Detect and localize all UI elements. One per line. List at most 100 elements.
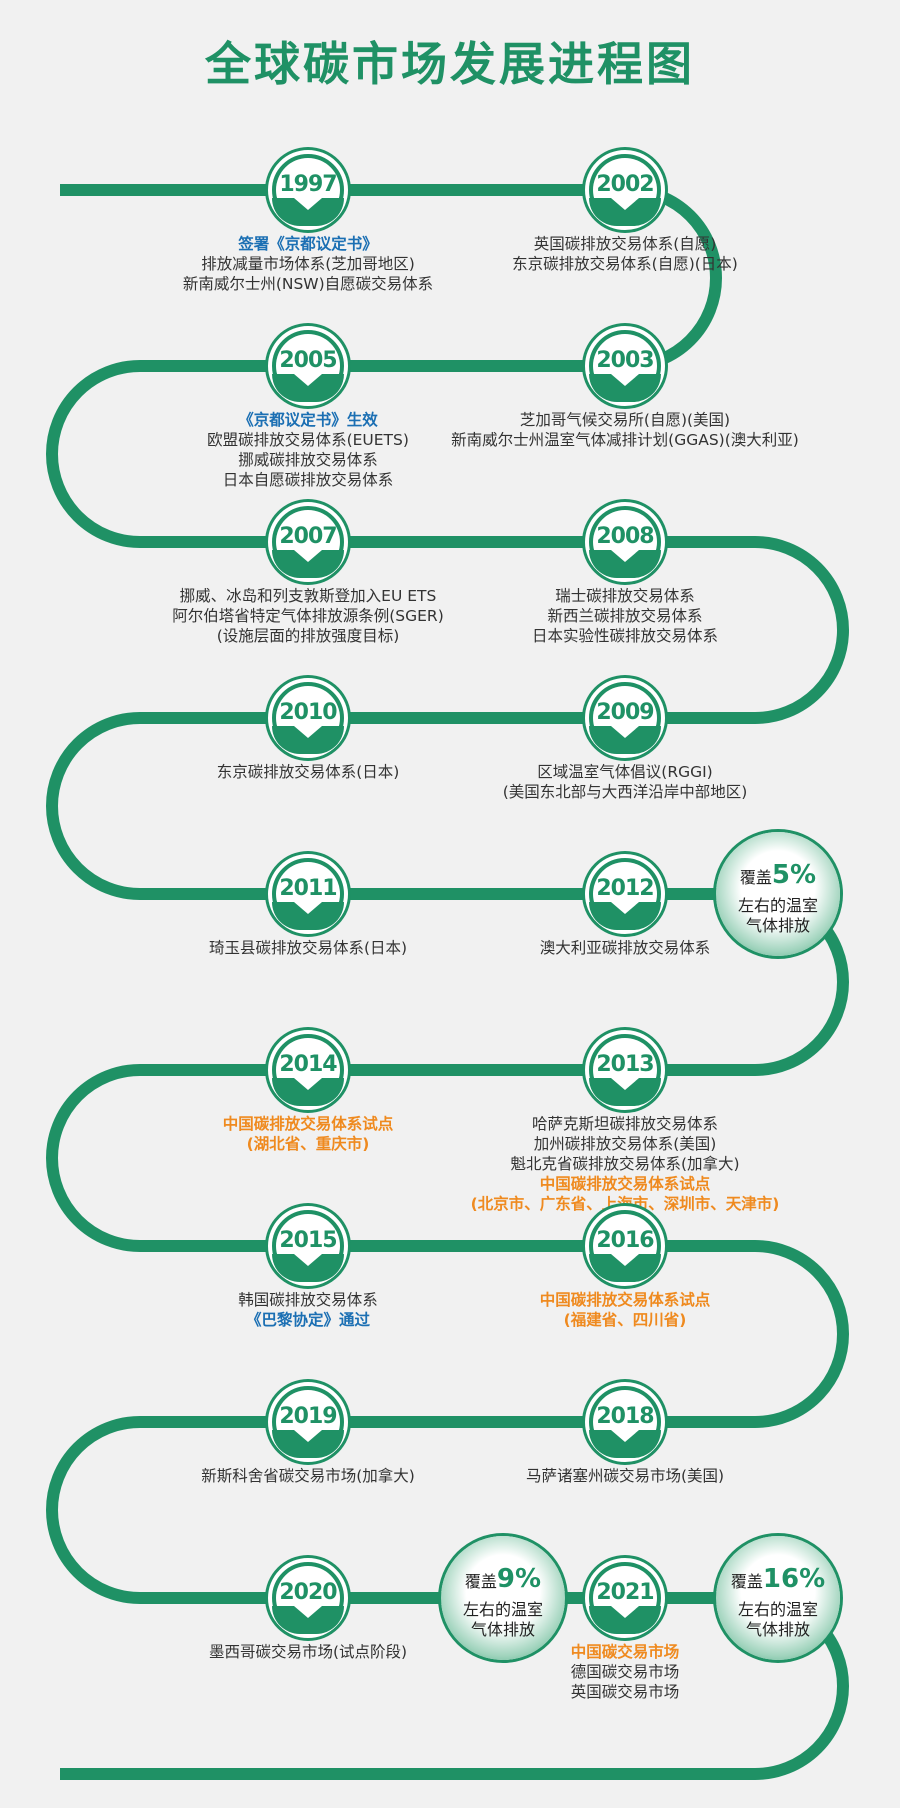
milestone-event-text: 马萨诸塞州碳交易市场(美国) — [525, 1467, 725, 1485]
year-node-2015: 2015 — [268, 1206, 348, 1286]
coverage-percent: 5% — [771, 860, 817, 890]
year-node-2020: 2020 — [268, 1558, 348, 1638]
down-arrow-icon — [611, 1254, 639, 1266]
year-node-2021: 2021 — [585, 1558, 665, 1638]
down-arrow-icon — [611, 1078, 639, 1090]
coverage-bubble-16%: 覆盖16% 左右的温室气体排放 — [716, 1536, 840, 1660]
milestone-event-text: (福建省、四川省) — [563, 1311, 687, 1329]
year-label: 2005 — [279, 348, 337, 373]
milestone-event-text: 日本自愿碳排放交易体系 — [222, 471, 394, 489]
milestone-description: 新斯科舍省碳交易市场(加拿大) — [128, 1466, 488, 1486]
year-label: 2012 — [596, 876, 654, 901]
year-label: 2020 — [279, 1580, 337, 1605]
year-label: 2013 — [596, 1052, 654, 1077]
milestone-event-text: 东京碳排放交易体系(日本) — [216, 763, 400, 781]
year-node-2010: 2010 — [268, 678, 348, 758]
milestone-event-text: 新南威尔士州(NSW)自愿碳交易体系 — [182, 275, 434, 293]
milestone-description: 中国碳交易市场德国碳交易市场英国碳交易市场 — [445, 1642, 805, 1702]
milestone-description: 墨西哥碳交易市场(试点阶段) — [128, 1642, 488, 1662]
milestone-event-text: 德国碳交易市场 — [570, 1663, 680, 1681]
milestone-event-text: (设施层面的排放强度目标) — [216, 627, 400, 645]
down-arrow-icon — [294, 550, 322, 562]
coverage-text: 气体排放 — [470, 1620, 535, 1639]
down-arrow-icon — [294, 198, 322, 210]
coverage-prefix: 覆盖 — [464, 1572, 497, 1591]
year-node-2007: 2007 — [268, 502, 348, 582]
coverage-heading: 覆盖16% — [716, 1564, 840, 1594]
milestone-description: 中国碳排放交易体系试点 (湖北省、重庆市) — [128, 1114, 488, 1154]
milestone-description: 瑞士碳排放交易体系新西兰碳排放交易体系日本实验性碳排放交易体系 — [445, 586, 805, 646]
milestone-event-text: 英国碳交易市场 — [570, 1683, 680, 1701]
milestone-event-text: 英国碳排放交易体系(自愿) — [533, 235, 717, 253]
milestone-description: 芝加哥气候交易所(自愿)(美国) 新南威尔士州温室气体减排计划(GGAS)(澳大利… — [445, 410, 805, 450]
year-node-2012: 2012 — [585, 854, 665, 934]
year-node-2005: 2005 — [268, 326, 348, 406]
milestone-event-text: 芝加哥气候交易所(自愿)(美国) — [519, 411, 731, 429]
coverage-bubble-9%: 覆盖9% 左右的温室气体排放 — [441, 1536, 565, 1660]
down-arrow-icon — [611, 902, 639, 914]
milestone-event-text: 《京都议定书》生效 — [238, 411, 378, 429]
year-node-2009: 2009 — [585, 678, 665, 758]
coverage-prefix: 覆盖 — [739, 868, 772, 887]
milestone-event-text: 日本实验性碳排放交易体系 — [531, 627, 718, 645]
milestone-event-text: (北京市、广东省、上海市、深圳市、天津市) — [470, 1195, 780, 1213]
milestone-event-text: (湖北省、重庆市) — [246, 1135, 370, 1153]
milestone-event-text: 新西兰碳排放交易体系 — [547, 607, 703, 625]
milestone-description: 韩国碳排放交易体系《巴黎协定》通过 — [128, 1290, 488, 1330]
milestone-event-text: 中国碳排放交易体系试点 — [222, 1115, 394, 1133]
year-node-2003: 2003 — [585, 326, 665, 406]
milestone-event-text: 哈萨克斯坦碳排放交易体系 — [531, 1115, 718, 1133]
year-node-2011: 2011 — [268, 854, 348, 934]
milestone-event-text: 新南威尔士州温室气体减排计划(GGAS)(澳大利亚) — [451, 431, 799, 449]
coverage-heading: 覆盖5% — [716, 860, 840, 890]
year-label: 1997 — [279, 172, 337, 197]
milestone-event-text: 区域温室气体倡议(RGGI) — [537, 763, 713, 781]
coverage-text: 左右的温室 — [462, 1600, 543, 1619]
page-title: 全球碳市场发展进程图 — [205, 37, 695, 91]
down-arrow-icon — [611, 198, 639, 210]
coverage-text: 左右的温室 — [737, 1600, 818, 1619]
milestone-description: 琦玉县碳排放交易体系(日本) — [128, 938, 488, 958]
year-label: 2021 — [596, 1580, 654, 1605]
milestone-event-text: 韩国碳排放交易体系 — [238, 1291, 378, 1309]
year-label: 2014 — [279, 1052, 337, 1077]
down-arrow-icon — [294, 726, 322, 738]
coverage-heading: 覆盖9% — [441, 1564, 565, 1594]
milestone-event-text: 澳大利亚碳排放交易体系 — [539, 939, 711, 957]
milestone-event-text: 瑞士碳排放交易体系 — [555, 587, 695, 605]
year-label: 2002 — [596, 172, 654, 197]
milestone-event-text: 中国碳排放交易体系试点 — [539, 1291, 711, 1309]
year-node-2002: 2002 — [585, 150, 665, 230]
milestone-description: 东京碳排放交易体系(日本) — [128, 762, 488, 782]
milestone-event-text: 挪威、冰岛和列支敦斯登加入EU ETS — [179, 587, 437, 605]
year-node-2019: 2019 — [268, 1382, 348, 1462]
down-arrow-icon — [294, 1430, 322, 1442]
milestone-event-text: 排放减量市场体系(芝加哥地区) — [201, 255, 415, 273]
milestone-description: 中国碳排放交易体系试点 (福建省、四川省) — [445, 1290, 805, 1330]
coverage-prefix: 覆盖 — [730, 1572, 763, 1591]
year-label: 2015 — [279, 1228, 337, 1253]
coverage-text: 气体排放 — [745, 1620, 810, 1639]
year-node-1997: 1997 — [268, 150, 348, 230]
down-arrow-icon — [294, 1254, 322, 1266]
milestone-event-text: 中国碳排放交易体系试点 — [539, 1175, 711, 1193]
milestone-description: 签署《京都议定书》排放减量市场体系(芝加哥地区)新南威尔士州(NSW)自愿碳交易… — [128, 234, 488, 294]
coverage-text: 气体排放 — [745, 916, 810, 935]
year-label: 2016 — [596, 1228, 654, 1253]
down-arrow-icon — [611, 550, 639, 562]
year-node-2013: 2013 — [585, 1030, 665, 1110]
milestone-event-text: 琦玉县碳排放交易体系(日本) — [208, 939, 408, 957]
milestone-event-text: 墨西哥碳交易市场(试点阶段) — [208, 1643, 408, 1661]
milestone-description: 《京都议定书》生效欧盟碳排放交易体系(EUETS)挪威碳排放交易体系日本自愿碳排… — [128, 410, 488, 490]
coverage-bubble-5%: 覆盖5%左右的温室气体排放 — [716, 832, 840, 956]
year-label: 2018 — [596, 1404, 654, 1429]
milestone-event-text: 欧盟碳排放交易体系(EUETS) — [207, 431, 409, 449]
year-label: 2011 — [279, 876, 337, 901]
coverage-percent: 16% — [762, 1564, 826, 1594]
year-label: 2007 — [279, 524, 337, 549]
year-label: 2019 — [279, 1404, 337, 1429]
year-node-2016: 2016 — [585, 1206, 665, 1286]
milestone-event-text: 阿尔伯塔省特定气体排放源条例(SGER) — [172, 607, 444, 625]
down-arrow-icon — [611, 1606, 639, 1618]
